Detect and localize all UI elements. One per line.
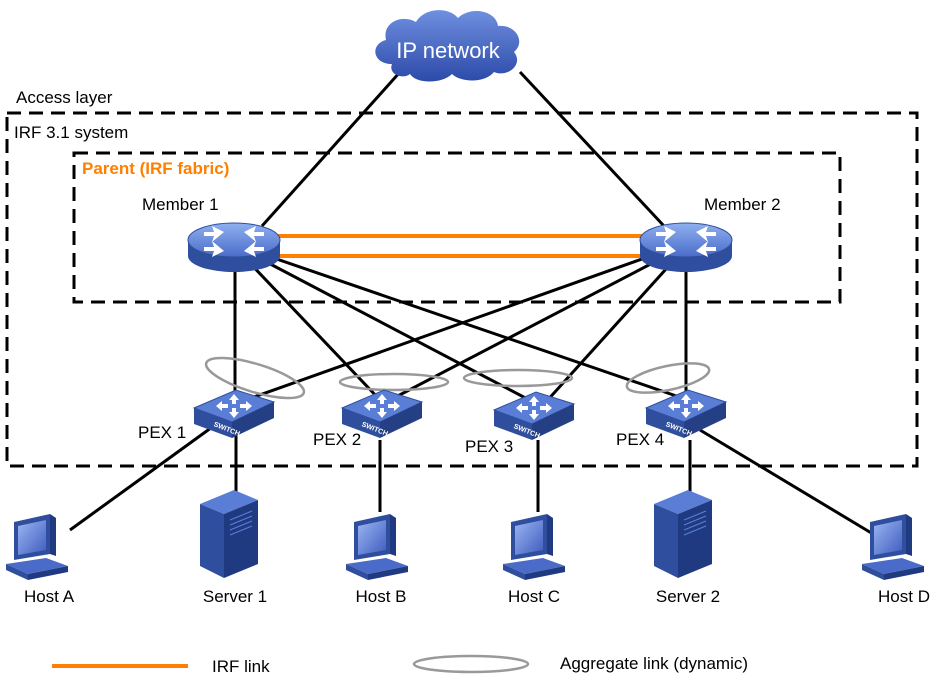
member-1-label: Member 1 <box>142 195 219 214</box>
parent-box <box>72 151 842 304</box>
cloud-icon: IP network <box>375 10 520 82</box>
member-1-router-icon <box>187 222 281 273</box>
host-d-pc-icon <box>862 514 924 580</box>
host-b-pc-icon <box>346 514 408 580</box>
pex-3-label: PEX 3 <box>465 437 513 456</box>
host-b-label: Host B <box>355 587 406 606</box>
legend-irf-label: IRF link <box>212 657 270 676</box>
host-c-pc-icon <box>503 514 565 580</box>
access-layer-box <box>5 111 919 468</box>
host-a-pc-icon <box>6 514 68 580</box>
host-c-label: Host C <box>508 587 560 606</box>
member-2-router-icon <box>639 222 733 273</box>
irf-system-label: IRF 3.1 system <box>14 123 128 142</box>
pex-3-switch-icon: SWITCH <box>493 391 575 441</box>
pex-1-label: PEX 1 <box>138 423 186 442</box>
legend-aggregate-swatch <box>412 654 530 674</box>
server-1-tower-icon <box>199 489 259 579</box>
pex-2-label: PEX 2 <box>313 430 361 449</box>
uplink-member2 <box>518 70 666 228</box>
aggregate-rings <box>204 356 711 400</box>
member-pex-links <box>233 252 689 405</box>
legend: IRF link Aggregate link (dynamic) <box>52 654 748 676</box>
member-2-label: Member 2 <box>704 195 781 214</box>
legend-aggregate-label: Aggregate link (dynamic) <box>560 654 748 673</box>
pex-4-label: PEX 4 <box>616 430 664 449</box>
cloud-label: IP network <box>396 38 501 63</box>
server-2-label: Server 2 <box>656 587 720 606</box>
pex-endpoint-links <box>69 423 879 539</box>
parent-label: Parent (IRF fabric) <box>82 159 229 178</box>
server-1-label: Server 1 <box>203 587 267 606</box>
host-d-label: Host D <box>878 587 930 606</box>
uplink-member1 <box>260 70 402 228</box>
server-2-tower-icon <box>653 489 713 579</box>
host-a-label: Host A <box>24 587 75 606</box>
access-layer-label: Access layer <box>16 88 113 107</box>
